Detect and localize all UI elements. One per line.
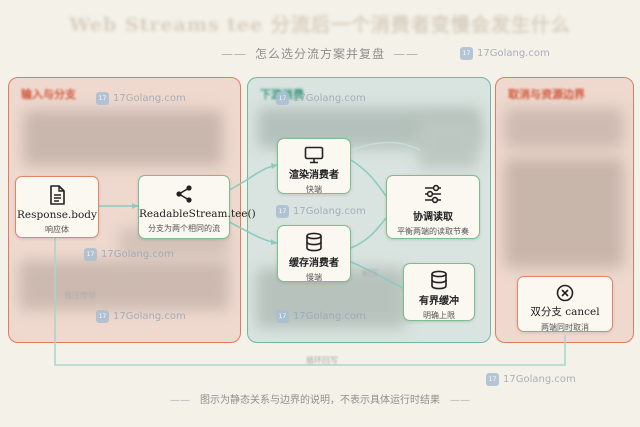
node-buffer-desc: 明确上限 <box>423 311 455 320</box>
edge-cache-coordinate <box>350 217 387 249</box>
faint-label-left: 背压传导 <box>64 291 96 300</box>
node-response-body[interactable]: Response.body 响应体 <box>15 176 99 238</box>
node-cache-desc: 慢端 <box>306 273 322 282</box>
node-cache-name: 缓存消费者 <box>289 258 339 269</box>
node-cancel-both[interactable]: 双分支 cancel 两端同时取消 <box>517 276 613 332</box>
node-render-name: 渲染消费者 <box>289 170 339 181</box>
edge-cache-buffer <box>350 261 404 289</box>
node-render-consumer[interactable]: 渲染消费者 快端 <box>277 138 351 194</box>
watermark-logo-icon: 17 <box>486 373 499 386</box>
node-coordinate-desc: 平衡两端的读取节奏 <box>397 227 469 236</box>
edge-render-coordinate <box>350 159 387 197</box>
panel-input-branch: 输入与分支 <box>8 77 241 343</box>
watermark-logo-icon: 17 <box>460 47 473 60</box>
blurred-content <box>504 108 624 148</box>
subtitle: 怎么选分流方案并复盘 <box>254 47 385 61</box>
edge-tee-cache <box>228 221 278 244</box>
watermark-logo-icon: 17 <box>84 248 97 261</box>
watermark-logo-icon: 17 <box>96 310 109 323</box>
blurred-content <box>418 118 478 168</box>
edge-tee-render <box>228 164 278 191</box>
database-icon <box>431 270 447 290</box>
footer-row: —— 图示为静态关系与边界的说明，不表示具体运行时结果 —— <box>0 391 640 406</box>
footer-note: 图示为静态关系与边界的说明，不表示具体运行时结果 <box>200 395 440 406</box>
footer-dash-right: —— <box>450 395 470 406</box>
node-cache-consumer[interactable]: 缓存消费者 慢端 <box>277 225 351 282</box>
page-title: Web Streams tee 分流后一个消费者变慢会发生什么 <box>69 14 571 36</box>
document-icon <box>50 185 65 205</box>
faint-label-loop: 循环回写 <box>306 356 338 365</box>
node-coordinate-name: 协调读取 <box>413 212 453 223</box>
footer-dash-left: —— <box>170 395 190 406</box>
blurred-content <box>504 158 624 268</box>
node-response-desc: 响应体 <box>45 225 69 234</box>
watermark-logo-icon: 17 <box>276 92 289 105</box>
monitor-icon <box>304 146 324 164</box>
node-response-name: Response.body <box>17 209 97 221</box>
node-coordinate-read[interactable]: 协调读取 平衡两端的读取节奏 <box>386 175 480 239</box>
panel-title-right: 取消与资源边界 <box>508 88 585 101</box>
share-icon <box>176 185 192 203</box>
watermark-logo-icon: 17 <box>96 92 109 105</box>
node-buffer-name: 有界缓冲 <box>419 296 459 307</box>
blurred-content <box>19 260 229 310</box>
close-circle-icon <box>556 284 574 302</box>
node-tee[interactable]: ReadableStream.tee() 分支为两个相同的流 <box>138 175 256 239</box>
edge-faint <box>350 141 421 151</box>
watermark-logo-icon: 17 <box>276 310 289 323</box>
subtitle-row: —— 怎么选分流方案并复盘 —— <box>0 45 640 62</box>
panel-title-left: 输入与分支 <box>21 88 76 101</box>
subtitle-dash-right: —— <box>393 47 419 61</box>
node-tee-desc: 分支为两个相同的流 <box>148 224 220 233</box>
node-render-desc: 快端 <box>306 185 322 194</box>
sliders-icon <box>425 184 441 204</box>
blurred-content <box>23 110 223 166</box>
faint-label-mid: 积压 <box>362 269 378 278</box>
node-tee-name: ReadableStream.tee() <box>139 208 256 220</box>
subtitle-dash-left: —— <box>220 47 247 61</box>
watermark-logo-icon: 17 <box>276 205 289 218</box>
node-bounded-buffer[interactable]: 有界缓冲 明确上限 <box>403 263 475 321</box>
database-icon <box>306 232 322 252</box>
node-cancel-name: 双分支 cancel <box>530 306 600 318</box>
edge-loop-back <box>54 235 566 366</box>
node-cancel-desc: 两端同时取消 <box>541 323 589 332</box>
